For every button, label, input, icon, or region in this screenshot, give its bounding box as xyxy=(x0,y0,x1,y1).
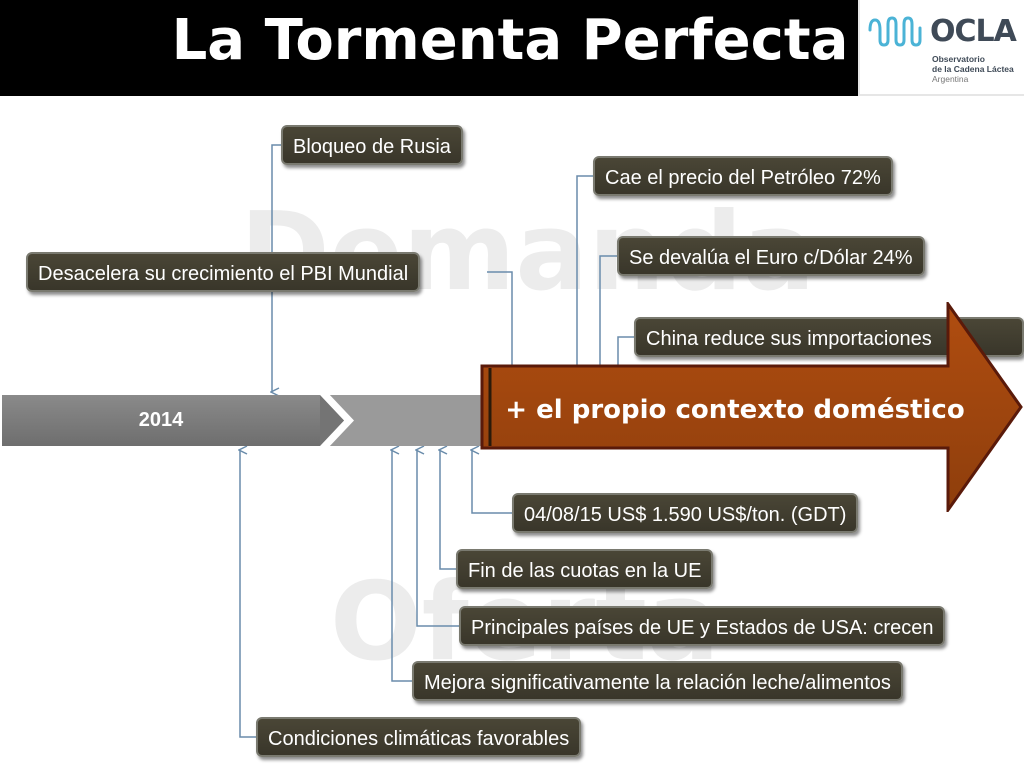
factor-bloqueo-rusia: Bloqueo de Rusia xyxy=(281,125,463,165)
connector-euro xyxy=(599,255,617,392)
timeline-chevron-icon xyxy=(318,393,354,448)
page-title-text: La Tormenta Perfecta xyxy=(171,8,849,73)
factor-petroleo: Cae el precio del Petróleo 72% xyxy=(593,156,893,196)
logo-subtitle-line2: de la Cadena Láctea xyxy=(932,64,1014,74)
factor-cuotas-ue: Fin de las cuotas en la UE xyxy=(456,549,714,589)
factor-leche-alimentos: Mejora significativamente la relación le… xyxy=(412,661,903,701)
factor-climaticas: Condiciones climáticas favorables xyxy=(256,717,582,757)
connector-leche xyxy=(392,450,412,682)
wave-logo-icon xyxy=(868,16,922,47)
logo-subtitle-line3: Argentina xyxy=(932,74,969,84)
logo-subtitle-line1: Observatorio xyxy=(932,54,985,64)
connector-pbi xyxy=(487,271,513,392)
timeline-year: 2014 xyxy=(138,409,184,431)
ocla-logo: OCLA Observatorio de la Cadena Láctea Ar… xyxy=(858,0,1024,96)
logo-name: OCLA xyxy=(930,14,1017,49)
connector-petroleo xyxy=(576,175,593,392)
domestic-context-label: + el propio contexto doméstico xyxy=(505,395,965,425)
connector-ue-usa xyxy=(417,450,459,627)
connector-gdt xyxy=(472,450,512,514)
connector-bloqueo xyxy=(272,144,281,392)
factor-gdt-price: 04/08/15 US$ 1.590 US$/ton. (GDT) xyxy=(512,493,859,533)
domestic-context-arrow-icon xyxy=(480,302,1023,512)
factor-ue-usa: Principales países de UE y Estados de US… xyxy=(459,606,946,646)
connector-cuotas xyxy=(440,450,456,570)
factor-pbi-mundial: Desacelera su crecimiento el PBI Mundial xyxy=(26,252,421,292)
page-title: La Tormenta Perfecta xyxy=(0,8,1024,73)
title-bar xyxy=(0,0,858,96)
logo-subtitle: Observatorio de la Cadena Láctea Argenti… xyxy=(932,54,1014,84)
timeline-segment-2014 xyxy=(2,395,320,446)
factor-euro: Se devalúa el Euro c/Dólar 24% xyxy=(617,236,925,276)
connector-clima xyxy=(240,450,256,738)
